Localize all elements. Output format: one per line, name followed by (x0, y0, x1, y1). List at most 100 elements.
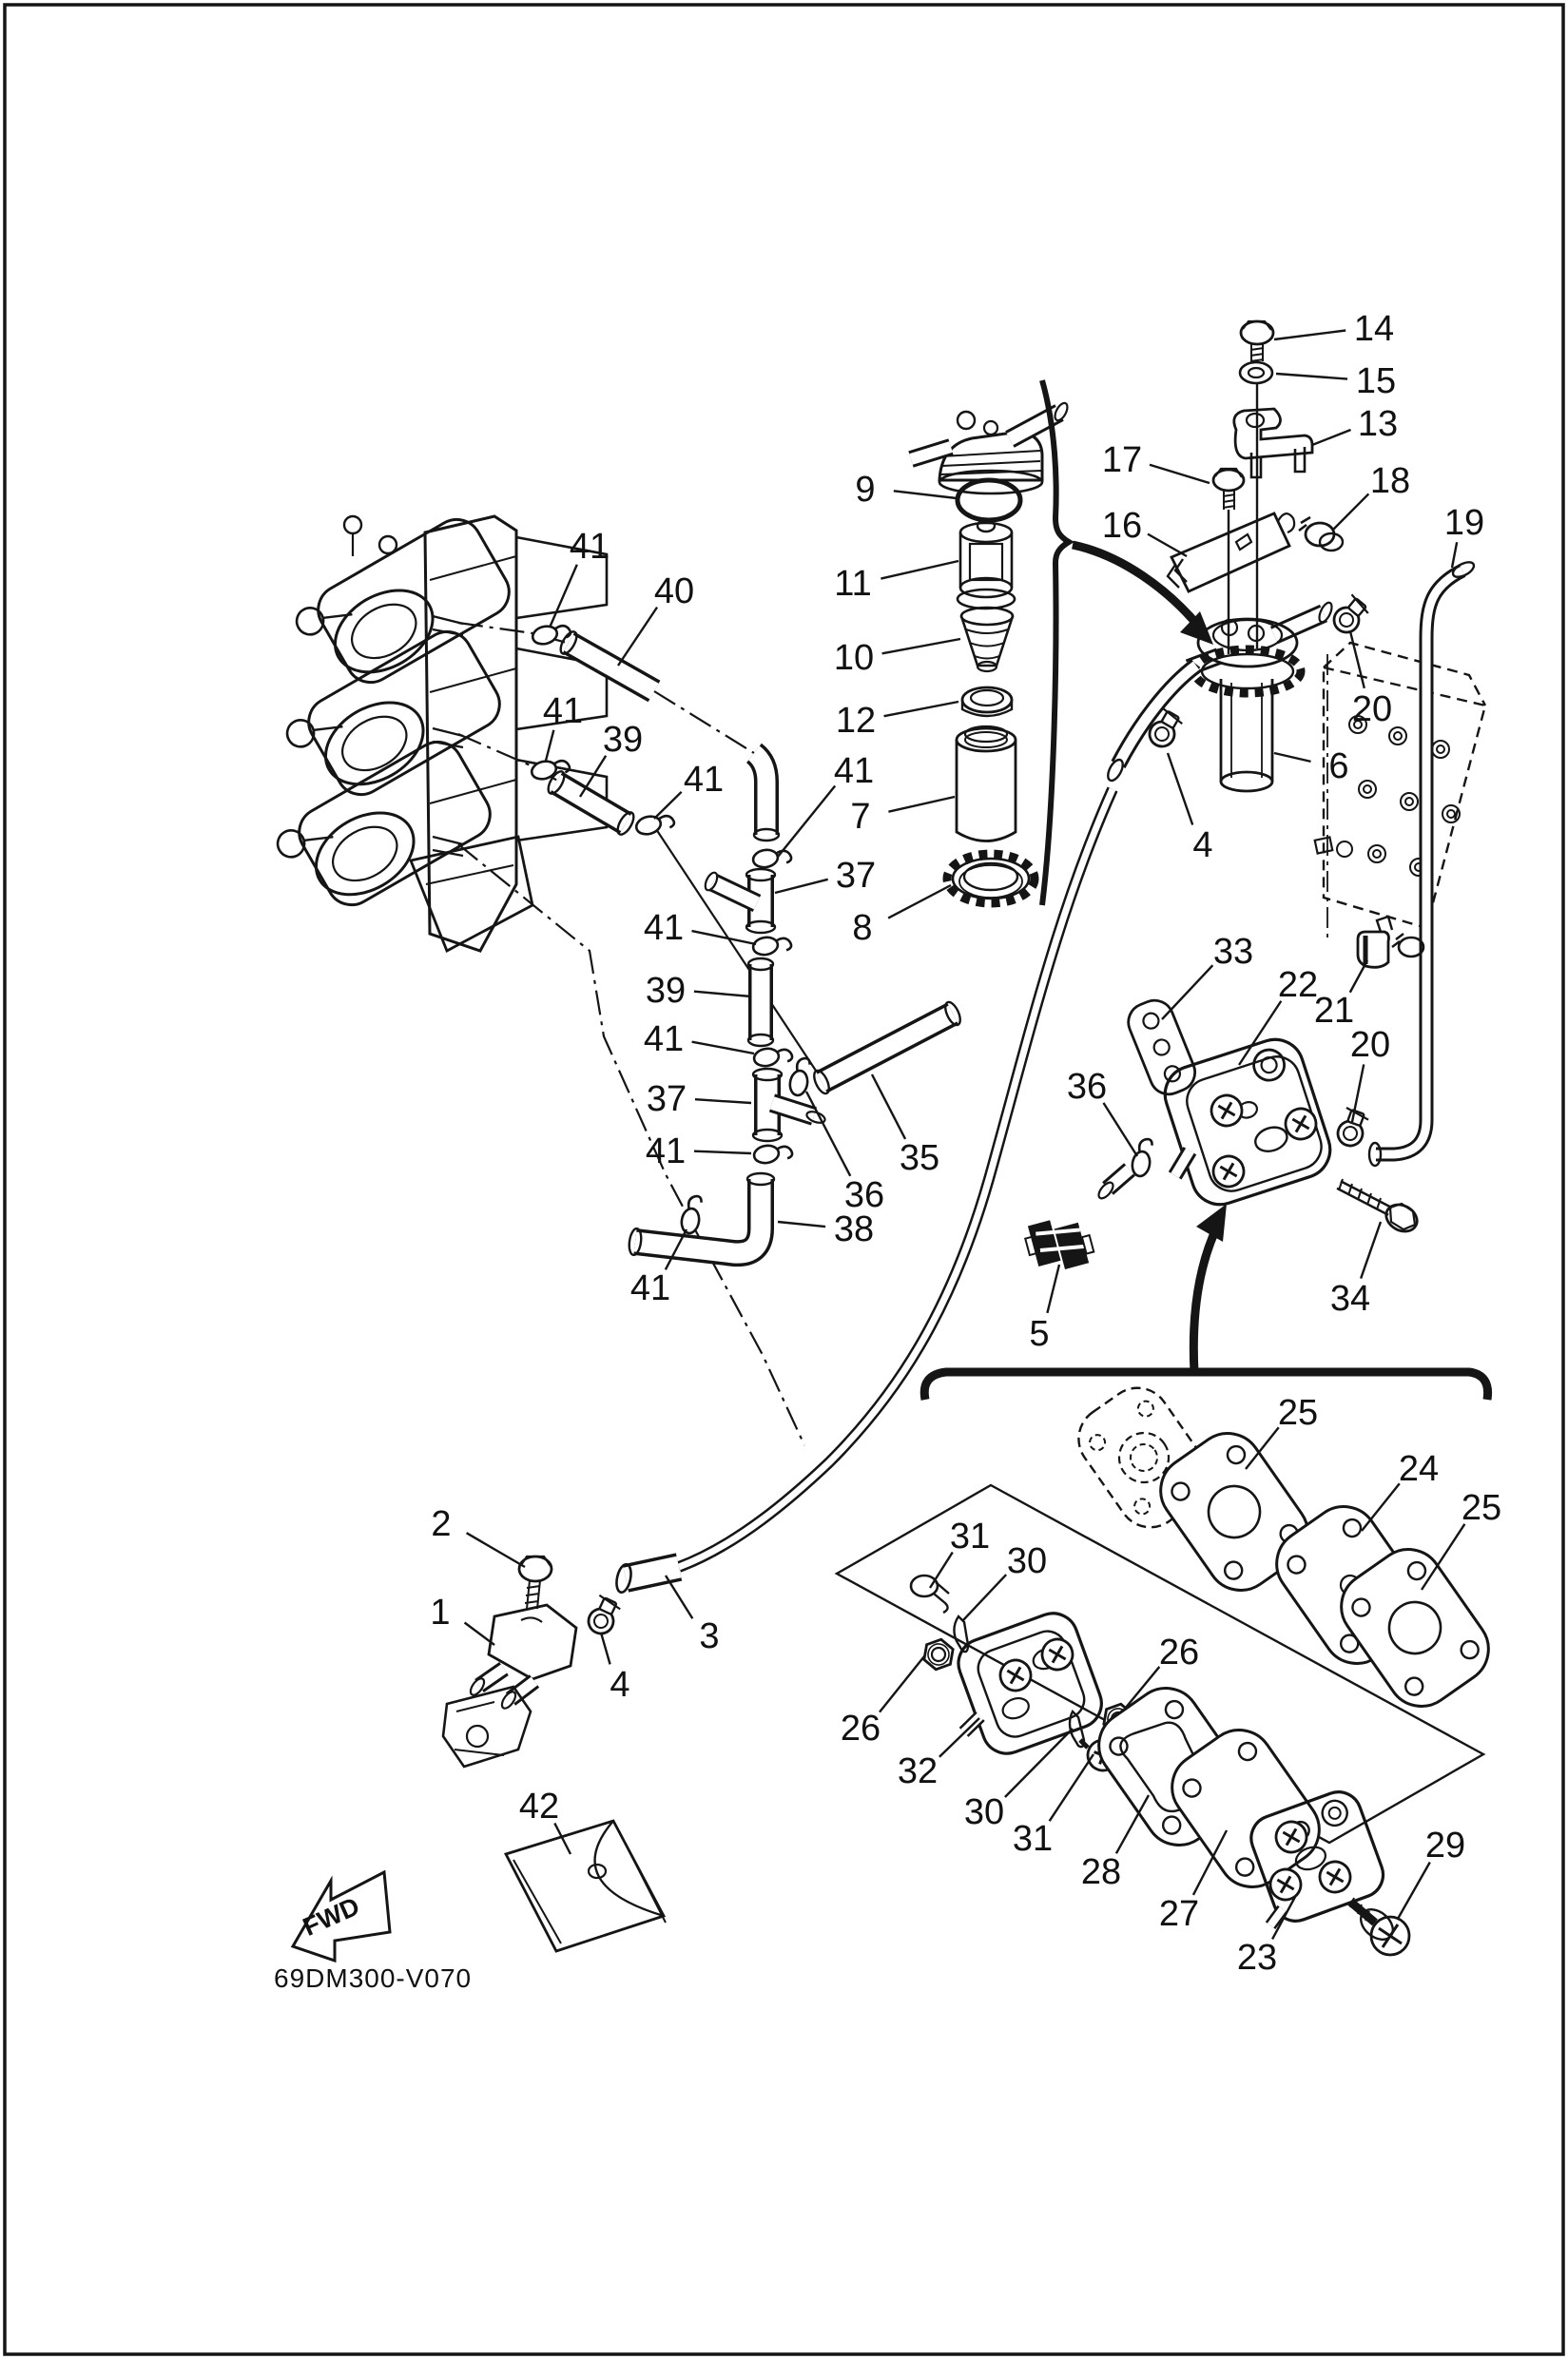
callout-41-27[interactable]: 41 (646, 1131, 752, 1171)
callout-25-39[interactable]: 25 (1245, 1393, 1318, 1470)
part-number: 15 (1356, 361, 1396, 401)
callout-31-42[interactable]: 31 (928, 1517, 990, 1589)
callout-38-28[interactable]: 38 (777, 1209, 874, 1249)
pump-stub-hose (1097, 1163, 1135, 1200)
callout-27-50[interactable]: 27 (1159, 1829, 1229, 1934)
drawing-code: 69DM300-V070 (274, 1963, 472, 1993)
callout-40-19[interactable]: 40 (617, 571, 694, 667)
leader-line (928, 1551, 954, 1589)
callout-19-6[interactable]: 19 (1444, 503, 1484, 569)
callout-15-1[interactable]: 15 (1275, 361, 1396, 401)
part-number: 41 (834, 751, 874, 791)
part-number: 3 (699, 1616, 719, 1656)
callout-36-32[interactable]: 36 (1067, 1067, 1139, 1157)
callout-23-51[interactable]: 23 (1237, 1896, 1297, 1978)
callout-1-54[interactable]: 1 (430, 1593, 495, 1646)
callout-8-17[interactable]: 8 (852, 883, 952, 948)
callout-4-9[interactable]: 4 (1166, 752, 1213, 865)
hose-39b (746, 957, 775, 1048)
float-10 (959, 606, 1015, 673)
leader-line (1450, 542, 1459, 569)
leader-line (883, 700, 959, 718)
callout-16-5[interactable]: 16 (1102, 506, 1188, 558)
callout-39-21[interactable]: 39 (578, 720, 643, 798)
callout-22-35[interactable]: 22 (1237, 965, 1318, 1066)
callouts-layer: 14 15 13 17 18 16 19 20 6 4 9 11 10 12 (430, 309, 1501, 1978)
callout-14-0[interactable]: 14 (1273, 309, 1394, 349)
callout-3-56[interactable]: 3 (664, 1575, 720, 1656)
callout-35-31[interactable]: 35 (870, 1073, 939, 1178)
joint-37b (751, 1067, 826, 1143)
part-number: 8 (852, 908, 872, 948)
callout-41-14[interactable]: 41 (777, 751, 874, 858)
part-number: 11 (834, 564, 871, 604)
callout-30-43[interactable]: 30 (961, 1541, 1047, 1622)
callout-9-10[interactable]: 9 (855, 470, 958, 510)
callout-36-30[interactable]: 36 (804, 1091, 884, 1215)
callout-31-48[interactable]: 31 (1013, 1753, 1095, 1859)
callout-25-41[interactable]: 25 (1420, 1488, 1501, 1591)
callout-26-45[interactable]: 26 (841, 1655, 925, 1749)
callout-39-24[interactable]: 39 (646, 971, 752, 1011)
leader-line (664, 1228, 688, 1270)
strainer-6 (1185, 601, 1333, 793)
hose-39a (547, 770, 635, 836)
callout-37-16[interactable]: 37 (774, 856, 876, 896)
part-number: 4 (610, 1665, 629, 1705)
bracket-16 (1166, 512, 1296, 593)
callout-42-57[interactable]: 42 (519, 1787, 572, 1855)
callout-41-25[interactable]: 41 (644, 1019, 755, 1059)
callout-26-44[interactable]: 26 (1124, 1633, 1199, 1710)
callout-34-38[interactable]: 34 (1330, 1221, 1383, 1319)
callout-20-37[interactable]: 20 (1350, 1025, 1390, 1123)
callout-37-26[interactable]: 37 (647, 1079, 752, 1119)
leader-line (1273, 751, 1311, 764)
callout-11-11[interactable]: 11 (834, 559, 959, 604)
lever-30a (953, 1615, 970, 1653)
clamp-20 (1327, 592, 1372, 639)
callout-32-46[interactable]: 32 (898, 1717, 980, 1791)
callout-5-33[interactable]: 5 (1029, 1264, 1061, 1354)
joint-37a (704, 867, 777, 935)
callout-29-52[interactable]: 29 (1396, 1826, 1465, 1920)
part-number: 36 (844, 1175, 884, 1215)
callout-41-29[interactable]: 41 (630, 1228, 688, 1308)
callout-21-36[interactable]: 21 (1314, 959, 1369, 1031)
screw-31a (909, 1574, 950, 1615)
callout-41-23[interactable]: 41 (644, 908, 757, 948)
callout-13-2[interactable]: 13 (1311, 404, 1398, 447)
callout-4-55[interactable]: 4 (599, 1632, 630, 1705)
part-number: 19 (1444, 503, 1484, 543)
callout-10-12[interactable]: 10 (834, 637, 961, 678)
hose-routing-line (655, 828, 817, 1072)
callout-30-47[interactable]: 30 (964, 1728, 1074, 1832)
hose-3 (615, 786, 1118, 1595)
callout-7-15[interactable]: 7 (850, 795, 956, 837)
part-number: 33 (1213, 932, 1253, 972)
callout-20-7[interactable]: 20 (1348, 630, 1392, 729)
part-number: 30 (964, 1792, 1004, 1832)
clamp-4 (583, 1594, 624, 1639)
leader-line (961, 1574, 1008, 1622)
leader-line (694, 1098, 752, 1105)
seal-12 (960, 686, 1014, 718)
part-number: 22 (1278, 965, 1318, 1005)
leader-line (1147, 532, 1188, 558)
callout-12-13[interactable]: 12 (836, 700, 959, 741)
callout-17-3[interactable]: 17 (1102, 440, 1210, 485)
part-number: 12 (836, 701, 876, 741)
callout-24-40[interactable]: 24 (1361, 1449, 1439, 1532)
callout-6-8[interactable]: 6 (1273, 746, 1349, 786)
callout-18-4[interactable]: 18 (1332, 461, 1410, 531)
callout-28-49[interactable]: 28 (1081, 1794, 1151, 1892)
leader-line (691, 929, 757, 946)
leader-line (1350, 1064, 1365, 1123)
leader-line (691, 1040, 755, 1055)
callout-41-20[interactable]: 41 (543, 691, 583, 762)
callout-41-18[interactable]: 41 (548, 527, 610, 628)
part-number: 17 (1102, 440, 1142, 480)
callout-41-22[interactable]: 41 (653, 760, 724, 820)
callout-2-53[interactable]: 2 (431, 1504, 526, 1569)
leader-line (777, 784, 837, 858)
callout-33-34[interactable]: 33 (1161, 932, 1253, 1020)
